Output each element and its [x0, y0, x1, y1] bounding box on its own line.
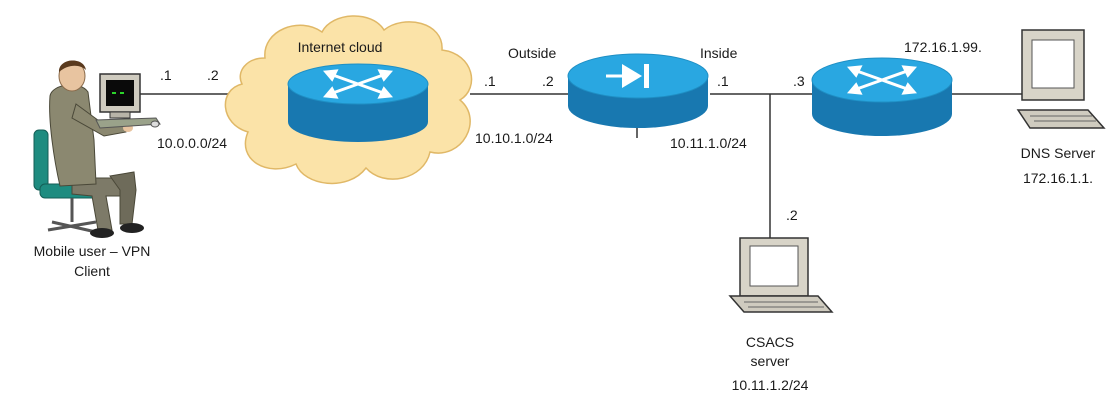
cloud-label: Internet cloud — [298, 39, 383, 55]
user-interface-label: .1 — [160, 67, 172, 83]
firewall-inside-label: Inside — [700, 45, 738, 61]
firewall-inside-interface-label: .1 — [717, 73, 729, 89]
firewall-outside-label: Outside — [508, 45, 556, 61]
internet-left-interface-label: .2 — [207, 67, 219, 83]
router-interface-label: .3 — [793, 73, 805, 89]
dns-server-name-label: DNS Server — [1021, 145, 1096, 161]
firewall-icon — [567, 53, 709, 128]
mobile-user-icon — [33, 60, 161, 238]
net-left-label: 10.0.0.0/24 — [157, 135, 227, 151]
csacs-interface-label: .2 — [786, 207, 798, 223]
net-outside-label: 10.10.1.0/24 — [475, 130, 553, 146]
router-right-ip-label: 172.16.1.99. — [904, 39, 982, 55]
csacs-server-icon — [728, 237, 834, 313]
internet-right-interface-label: .1 — [484, 73, 496, 89]
user-label-line1: Mobile user – VPN — [34, 243, 151, 259]
csacs-label-line2: server — [751, 353, 790, 369]
firewall-outside-interface-label: .2 — [542, 73, 554, 89]
dns-server-icon — [1016, 29, 1106, 129]
csacs-ip-label: 10.11.1.2/24 — [732, 377, 809, 393]
dns-server-ip-label: 172.16.1.1. — [1023, 170, 1093, 186]
internet-router-icon — [287, 63, 429, 142]
csacs-label-line1: CSACS — [746, 334, 794, 350]
net-inside-label: 10.11.1.0/24 — [670, 135, 747, 151]
inside-router-icon — [811, 57, 953, 136]
user-label-line2: Client — [74, 263, 110, 279]
